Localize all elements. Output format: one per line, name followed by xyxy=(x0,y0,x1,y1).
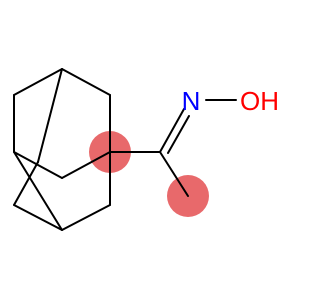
bond xyxy=(13,151,63,179)
double-bond-c-n-inner xyxy=(167,115,190,154)
hydroxyl-label: OH xyxy=(240,86,279,116)
bond xyxy=(37,68,63,163)
bond xyxy=(13,68,63,96)
double-bond-c-n-outer xyxy=(159,108,185,153)
nitrogen-label: N xyxy=(182,86,201,116)
oxime-side-chain xyxy=(109,99,237,197)
molecule-structure: N OH xyxy=(13,68,279,231)
bond-imine-carbon-to-methyl xyxy=(159,151,189,197)
bond xyxy=(13,204,63,231)
bond xyxy=(13,161,39,206)
bond xyxy=(61,204,111,231)
bond xyxy=(61,151,111,179)
bond xyxy=(61,68,111,96)
adamantane-cage xyxy=(13,68,111,231)
bond xyxy=(13,151,63,231)
